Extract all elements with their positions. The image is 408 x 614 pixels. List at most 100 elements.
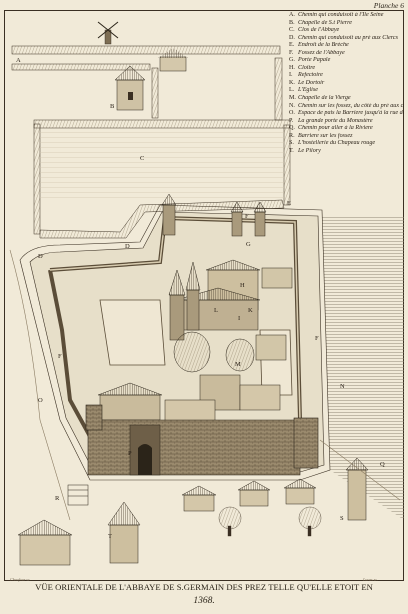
legend-letter: H. xyxy=(289,64,295,71)
legend-item: P. La grande porte du Monastère xyxy=(289,118,404,126)
legend-text: Chemin sur les fossez, du côté du pré au… xyxy=(298,102,404,109)
legend-text: Endroit de la Brèche xyxy=(298,42,349,49)
legend-text: Porte Papale xyxy=(298,57,331,64)
map-letter: F xyxy=(315,335,319,342)
map-letter: F xyxy=(245,213,249,220)
legend-item: L.L'Eglise xyxy=(289,87,404,95)
map-letter: I xyxy=(238,315,240,322)
porte-papale-towers xyxy=(161,193,267,237)
legend-item: S. L'hostellerie du Chapeau rouge xyxy=(289,140,404,148)
legend-letter: K. xyxy=(289,79,295,86)
map-letter: O xyxy=(38,397,43,404)
legend-letter: N. xyxy=(289,102,295,109)
map-letter: F xyxy=(58,353,62,360)
map-letter: M xyxy=(235,361,241,368)
legend-item: F. Fossez de l'Abbaye xyxy=(289,50,404,58)
legend-letter: Q. xyxy=(289,125,295,132)
wall-a xyxy=(11,45,281,71)
legend-letter: G. xyxy=(289,57,295,64)
legend-text: Barriere sur les fossez xyxy=(298,132,353,139)
map-letter: T xyxy=(108,533,112,540)
legend-text: Le Pilory xyxy=(298,147,321,154)
legend-text: Chapelle de la Vierge xyxy=(298,95,351,102)
windmill xyxy=(97,21,119,45)
clos-field xyxy=(40,128,284,200)
map-letters: A B C D E F G H I K L M N O P Q R S T F D F xyxy=(16,57,385,540)
legend-text: L'Eglise xyxy=(298,87,318,94)
legend-text: Espace de pais la Barriere jusqu'à la ru… xyxy=(298,110,404,117)
map-letter: N xyxy=(340,383,345,390)
legend-item: G.Porte Papale xyxy=(289,57,404,65)
church-complex xyxy=(97,259,293,441)
roof xyxy=(158,48,188,58)
chapel-saint-pierre xyxy=(114,65,146,111)
legend-item: H.Cloître xyxy=(289,65,404,73)
legend-text: Refectoire xyxy=(298,72,323,79)
legend-text: Clos de l'Abbaye xyxy=(298,27,340,34)
legend-text: Le Dortoir xyxy=(298,79,325,86)
map-letter: B xyxy=(110,103,115,110)
legend-item: C.Clos de l'Abbaye xyxy=(289,27,404,35)
legend-item: R.Barriere sur les fossez xyxy=(289,133,404,141)
trees xyxy=(218,506,322,537)
legend-letter: B. xyxy=(289,19,295,26)
map-letter: A xyxy=(16,57,21,64)
engraver-signature-right: Lucas sc. xyxy=(363,577,378,582)
map-letter: D xyxy=(38,253,43,260)
front-wall xyxy=(85,404,319,476)
legend-letter: F. xyxy=(289,49,294,56)
map-letter: Q xyxy=(380,461,385,468)
map-letter: C xyxy=(140,155,144,162)
legend-text: Cloître xyxy=(298,64,316,71)
caption-title: VÜE ORIENTALE DE L'ABBAYE DE S.GERMAIN D… xyxy=(35,582,373,592)
caption-year: 1368. xyxy=(193,596,215,606)
legend-text: Chemin qui conduisoit au pré aux Clercs xyxy=(298,34,398,41)
outer-buildings xyxy=(17,457,369,566)
legend-item: N.Chemin sur les fossez, du côté du pré … xyxy=(289,103,404,111)
legend-item: D.Chemin qui conduisoit au pré aux Clerc… xyxy=(289,35,404,43)
legend-letter: A. xyxy=(289,12,295,18)
legend-letter: R. xyxy=(289,132,295,139)
map-letter: S xyxy=(340,515,344,522)
legend-letter: E. xyxy=(289,42,295,49)
plate-number: Planche 6 xyxy=(373,1,404,10)
legend-item: O.Espace de pais la Barriere jusqu'à la … xyxy=(289,110,404,118)
legend-item: Q.Chemin pour aller à la Riviere xyxy=(289,125,404,133)
legend-text: Chemin qui conduisoit à l'Ile Seine xyxy=(298,12,384,18)
legend-text: La grande porte du Monastère xyxy=(298,117,373,124)
legend-letter: P. xyxy=(289,117,294,124)
legend-item: B.Chapelle de S.t Pierre xyxy=(289,20,404,28)
legend-item: M.Chapelle de la Vierge xyxy=(289,95,404,103)
engraver-signature-left: Chaufour sc. xyxy=(10,577,31,582)
legend-letter: C. xyxy=(289,27,295,34)
river xyxy=(322,215,404,520)
map-letter: R xyxy=(55,495,60,502)
map-letter: G xyxy=(246,241,251,248)
legend-item: K.Le Dortoir xyxy=(289,80,404,88)
clos-walls xyxy=(33,57,291,239)
map-letter: K xyxy=(248,307,253,314)
map-letter: E xyxy=(287,200,291,207)
legend-text: L'hostellerie du Chapeau rouge xyxy=(298,140,376,147)
house xyxy=(159,56,187,72)
map-letter: P xyxy=(128,450,132,457)
legend-letter: S. xyxy=(289,140,294,147)
legend-letter: L. xyxy=(289,87,295,94)
legend-letter: M. xyxy=(289,95,296,102)
map-letter: H xyxy=(240,282,245,289)
map-letter: D xyxy=(125,243,130,250)
road-q xyxy=(319,439,401,501)
legend-text: Chemin pour aller à la Riviere xyxy=(298,125,373,132)
map-letter: L xyxy=(214,307,218,314)
legend-item: T.Le Pilory xyxy=(289,148,404,156)
legend-item: A.Chemin qui conduisoit à l'Ile Seine xyxy=(289,12,404,20)
legend-item: E.Endroit de la Brèche xyxy=(289,42,404,50)
legend-item: I. Refectoire xyxy=(289,72,404,80)
legend-letter: I. xyxy=(289,72,293,79)
legend-text: Chapelle de S.t Pierre xyxy=(298,19,352,26)
legend-text: Fossez de l'Abbaye xyxy=(298,49,345,56)
road-o xyxy=(9,249,71,521)
